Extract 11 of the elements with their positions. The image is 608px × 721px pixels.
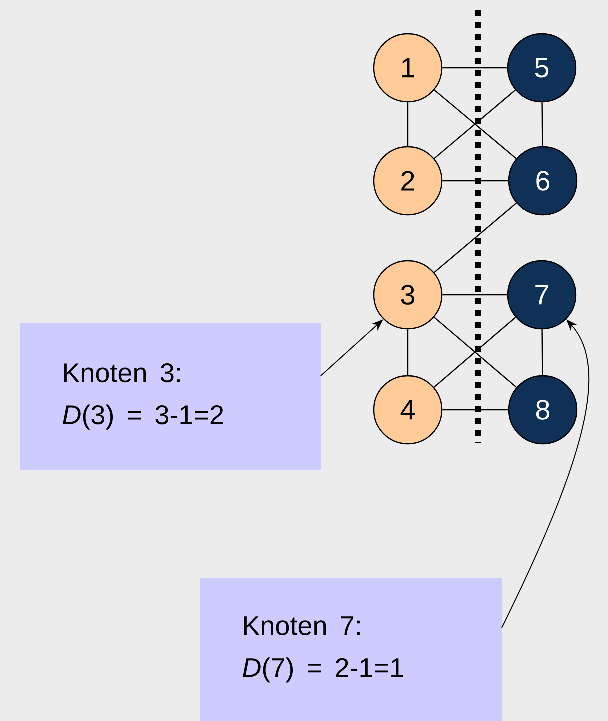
graph-edge <box>442 180 508 182</box>
graph-edge <box>407 102 409 146</box>
callout-box: Knoten 3: D(3) = 3-1=2 <box>20 323 322 470</box>
callout-box: Knoten 7: D(7) = 2-1=1 <box>200 578 502 721</box>
graph-edge <box>542 330 544 376</box>
graph-edge <box>407 330 409 376</box>
graph-edge <box>542 102 544 146</box>
graph-edge <box>434 202 517 274</box>
graph-edge <box>442 294 508 296</box>
graph-edge <box>442 409 508 411</box>
graph-edge <box>442 67 508 69</box>
